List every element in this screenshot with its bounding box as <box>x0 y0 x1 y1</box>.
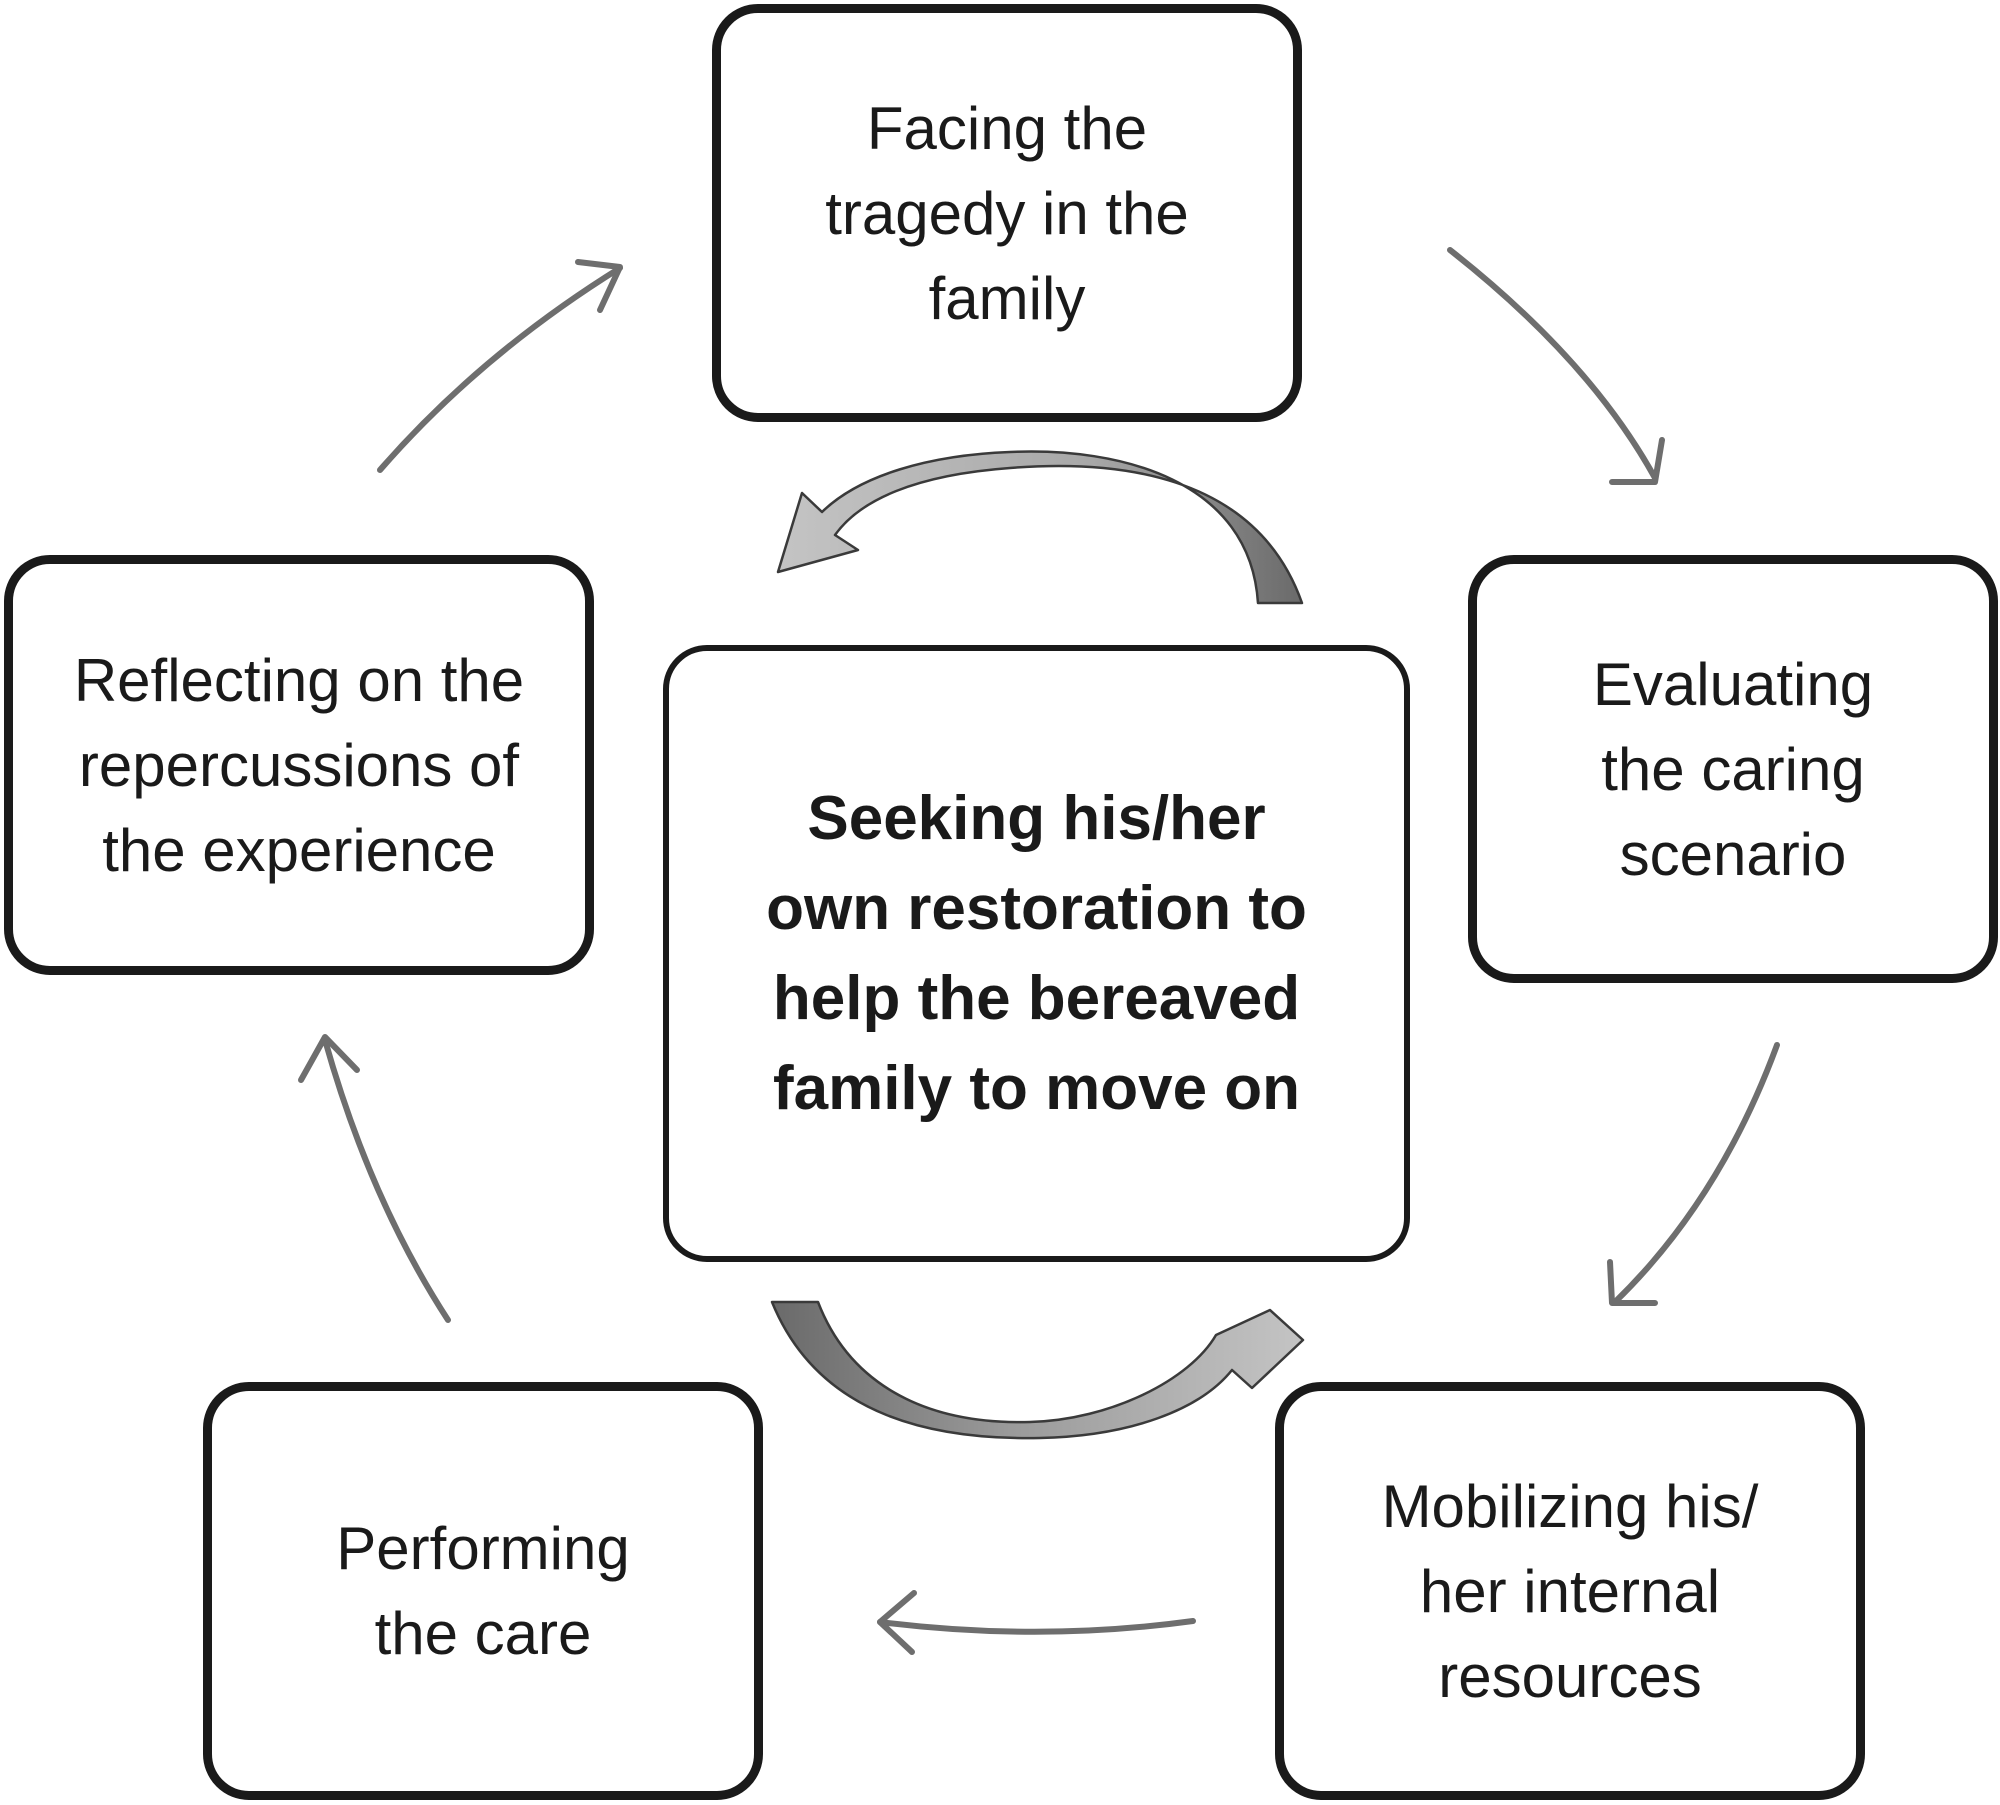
stage-box-performing-care: Performing the care <box>203 1382 763 1800</box>
center-box-seeking-restoration: Seeking his/her own restoration to help … <box>663 645 1410 1262</box>
stage-box-mobilizing-internal-resources: Mobilizing his/ her internal resources <box>1275 1382 1865 1800</box>
center-label-seeking-restoration: Seeking his/her own restoration to help … <box>766 783 1307 1123</box>
cycle-arrow-performing-to-reflecting <box>298 1034 451 1323</box>
cycle-arrow-evaluating-to-mobilizing <box>1607 1042 1780 1306</box>
stage-box-reflecting-repercussions: Reflecting on the repercussions of the e… <box>4 555 594 975</box>
swirl-arrow-top <box>776 450 1304 605</box>
swirl-arrow-bottom <box>770 1300 1305 1440</box>
cycle-arrow-facing-to-evaluating <box>1447 247 1665 485</box>
stage-label-reflecting-repercussions: Reflecting on the repercussions of the e… <box>73 646 525 884</box>
cycle-arrow-reflecting-to-facing <box>377 259 623 473</box>
stage-label-evaluating-caring-scenario: Evaluating the caring scenario <box>1592 650 1874 888</box>
stage-label-performing-care: Performing the care <box>336 1515 630 1667</box>
stage-label-mobilizing-internal-resources: Mobilizing his/ her internal resources <box>1381 1472 1759 1710</box>
stage-box-facing-tragedy: Facing the tragedy in the family <box>712 4 1302 422</box>
cycle-arrow-mobilizing-to-performing <box>877 1590 1196 1655</box>
stage-box-evaluating-caring-scenario: Evaluating the caring scenario <box>1468 555 1998 983</box>
stage-label-facing-tragedy: Facing the tragedy in the family <box>825 94 1189 332</box>
